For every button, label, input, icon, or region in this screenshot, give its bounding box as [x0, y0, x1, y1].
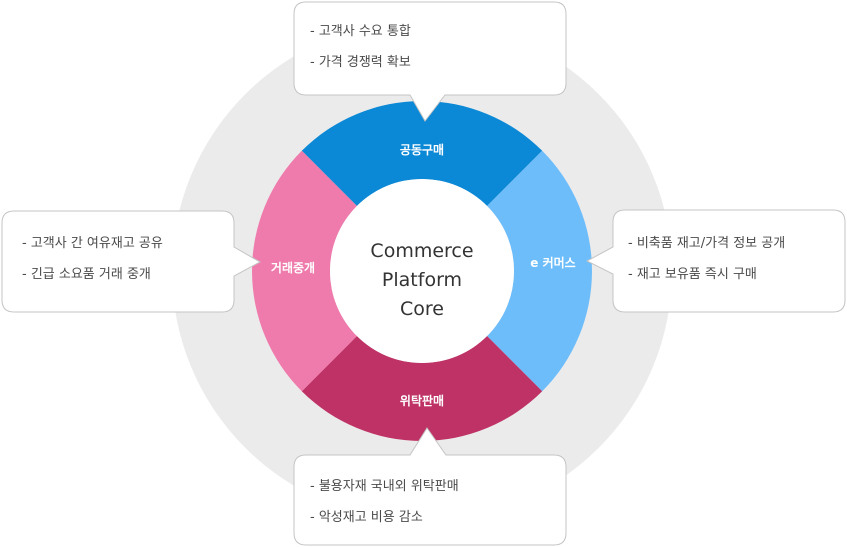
segment-left-label: 거래중개 [271, 260, 315, 275]
callout-top: 고객사 수요 통합 가격 경쟁력 확보 [310, 16, 411, 78]
callout-top-item-2: 가격 경쟁력 확보 [310, 47, 411, 78]
segment-bottom-label: 위탁판매 [400, 393, 444, 408]
core-line-3: Core [400, 298, 444, 320]
callout-right-item-1: 비축품 재고/가격 정보 공개 [628, 228, 785, 259]
callout-bottom-item-2: 악성재고 비용 감소 [310, 502, 459, 533]
callout-left: 고객사 간 여유재고 공유 긴급 소요품 거래 중개 [22, 228, 163, 290]
callout-top-item-1: 고객사 수요 통합 [310, 16, 411, 47]
core-circle [330, 179, 514, 363]
segment-right-label: e 커머스 [530, 255, 575, 270]
segment-top [301, 101, 543, 206]
callout-bottom: 불용자재 국내외 위탁판매 악성재고 비용 감소 [310, 471, 459, 533]
core-line-1: Commerce [370, 240, 473, 262]
core-line-2: Platform [382, 269, 462, 291]
segment-right [487, 150, 592, 392]
segment-top-label: 공동구매 [400, 142, 444, 157]
segment-left [252, 150, 357, 392]
callout-left-item-1: 고객사 간 여유재고 공유 [22, 228, 163, 259]
callout-left-item-2: 긴급 소요품 거래 중개 [22, 259, 163, 290]
callout-bottom-item-1: 불용자재 국내외 위탁판매 [310, 471, 459, 502]
segment-bottom [301, 336, 543, 441]
callout-right: 비축품 재고/가격 정보 공개 재고 보유품 즉시 구매 [628, 228, 785, 290]
callout-right-item-2: 재고 보유품 즉시 구매 [628, 259, 785, 290]
